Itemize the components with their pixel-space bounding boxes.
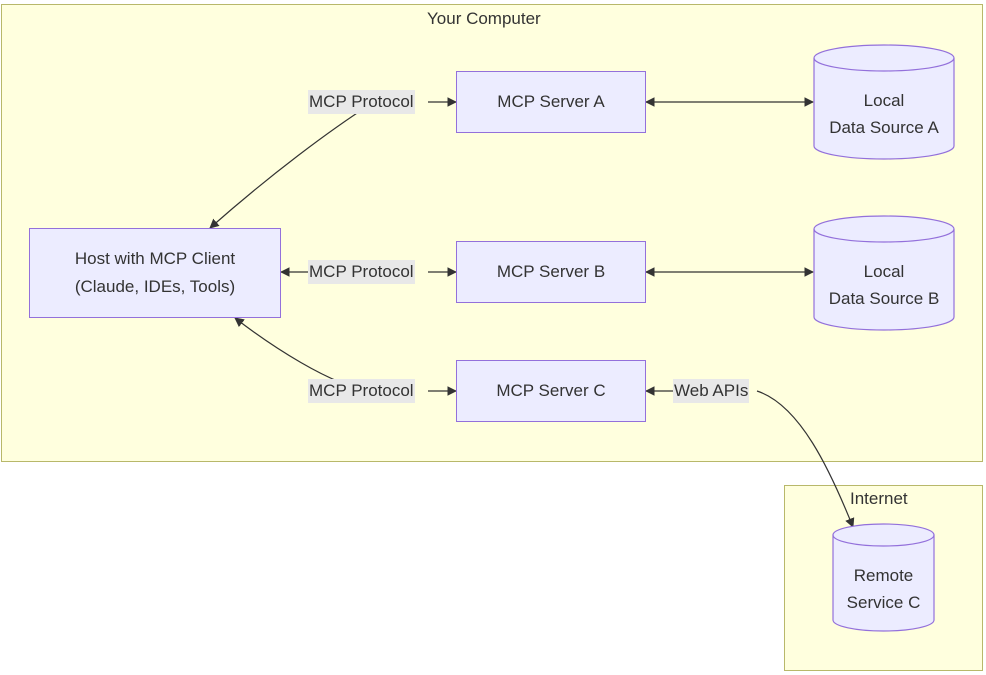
edge-host-server-a [209, 101, 375, 229]
cluster-title-internet: Internet [850, 489, 908, 508]
edge-label-web-apis: Web APIs [673, 379, 750, 403]
source-b-database[interactable]: Local Data Source B [813, 215, 955, 331]
source-a-database[interactable]: Local Data Source A [813, 44, 955, 160]
remote-c-line1: Remote [853, 566, 914, 585]
database-icon [813, 215, 955, 331]
remote-c-database[interactable]: Remote Service C [832, 523, 935, 633]
remote-c-line2: Service C [846, 593, 921, 612]
database-icon [832, 523, 935, 632]
server-b-node[interactable]: MCP Server B [456, 241, 646, 303]
host-node[interactable]: Host with MCP Client (Claude, IDEs, Tool… [29, 228, 281, 318]
server-b-label: MCP Server B [496, 262, 606, 281]
server-c-label: MCP Server C [496, 381, 606, 400]
source-b-line2: Data Source B [828, 289, 940, 308]
database-icon [813, 44, 955, 160]
server-c-node[interactable]: MCP Server C [456, 360, 646, 422]
edge-label-host-server-a: MCP Protocol [308, 90, 415, 114]
edge-web-apis-remote [756, 390, 855, 528]
cluster-title-your-computer: Your Computer [427, 9, 541, 28]
edge-label-host-server-b: MCP Protocol [308, 260, 415, 284]
host-node-line2: (Claude, IDEs, Tools) [74, 277, 236, 296]
source-a-line1: Local [863, 91, 905, 110]
source-b-line1: Local [863, 262, 905, 281]
cluster-internet [784, 485, 983, 671]
server-a-node[interactable]: MCP Server A [456, 71, 646, 133]
host-node-line1: Host with MCP Client [74, 249, 236, 268]
server-a-label: MCP Server A [497, 92, 605, 111]
edge-label-host-server-c: MCP Protocol [308, 379, 415, 403]
source-a-line2: Data Source A [829, 118, 939, 137]
